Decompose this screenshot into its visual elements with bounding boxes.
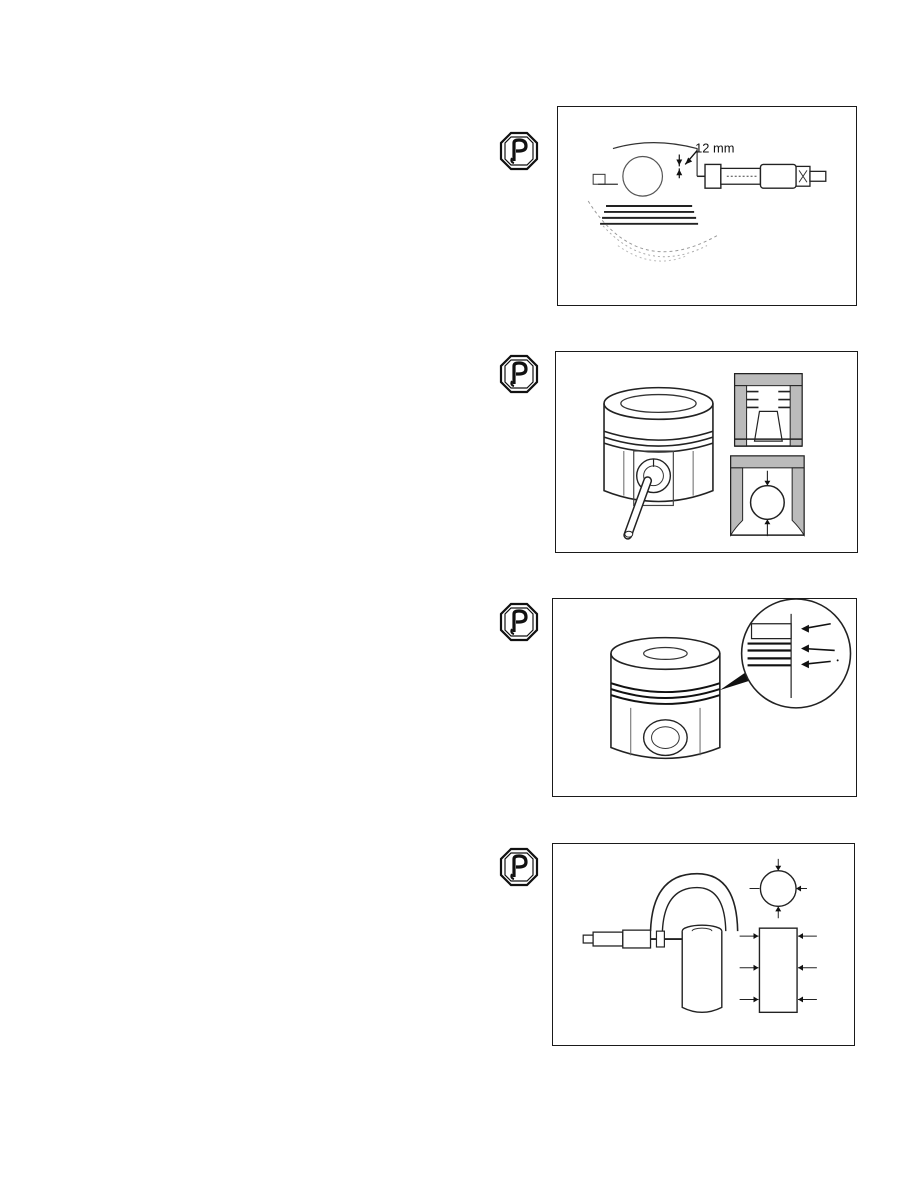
piston-pin-micrometer-illustration <box>582 858 817 1014</box>
figure-3-panel <box>552 598 857 797</box>
dimension-label: 12 mm <box>695 141 734 156</box>
micrometer-measurement-illustration: 12 mm <box>587 141 827 262</box>
figure-1-panel: 12 mm <box>557 106 857 306</box>
inspect-icon <box>499 602 539 642</box>
inspect-icon <box>499 847 539 887</box>
piston-pin-bore-illustration <box>603 373 805 540</box>
piston-ring-groove-illustration <box>610 599 852 760</box>
inspect-icon <box>499 354 539 394</box>
inspect-icon <box>499 131 539 171</box>
figure-4-panel <box>552 843 855 1046</box>
figure-2-panel <box>555 351 858 553</box>
